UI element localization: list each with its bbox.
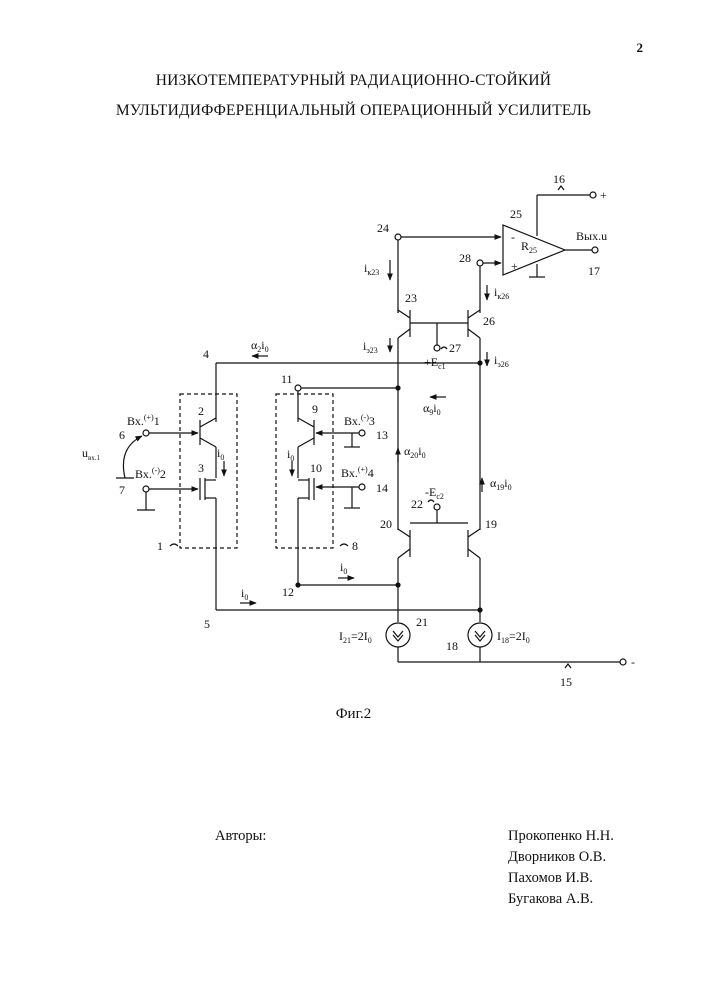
supply-minus-ec2: -Ec2 [425, 485, 444, 501]
current-i0-node5: i0 [241, 586, 248, 602]
input-3-label: Вх.(-)3 [344, 413, 375, 428]
node-label-15: 15 [560, 675, 572, 689]
author-name: Бугакова А.В. [508, 889, 614, 910]
supply-plus-ec1: +Ec1 [424, 355, 446, 371]
current-ik26: iк26 [494, 285, 509, 301]
current-ie23: iэ23 [363, 339, 378, 355]
current-i0-box8: i0 [287, 447, 294, 463]
current-source-18-label: I18=2I0 [497, 629, 530, 645]
author-name: Прокопенко Н.Н. [508, 826, 614, 847]
page-number: 2 [637, 40, 644, 56]
node-label-8: 8 [352, 539, 358, 553]
node-label-10: 10 [310, 461, 322, 475]
node-label-19: 19 [485, 517, 497, 531]
plus-terminal-sign: + [600, 188, 607, 202]
input-4-label: Вх.(+)4 [341, 465, 374, 480]
node-label-2: 2 [198, 404, 204, 418]
author-name: Дворников О.В. [508, 847, 614, 868]
schematic-labels: 16 + 25 Вых.u 17 - + R25 24 28 iк23 iк26… [82, 172, 635, 689]
authors-list: Прокопенко Н.Н. Дворников О.В. Пахомов И… [508, 826, 614, 910]
input-1-label: Вх.(+)1 [127, 413, 160, 428]
node-label-9: 9 [312, 402, 318, 416]
node-label-26: 26 [483, 314, 495, 328]
current-a19i0: α19i0 [490, 476, 512, 492]
node-label-25: 25 [510, 207, 522, 221]
opamp-plus: + [511, 259, 518, 273]
node-label-28: 28 [459, 251, 471, 265]
current-a20i0: α20i0 [404, 444, 426, 460]
node-label-14: 14 [376, 481, 388, 495]
input-voltage-uin1: uвх.1 [82, 446, 101, 462]
current-i0-node12: i0 [340, 560, 347, 576]
node-label-23: 23 [405, 291, 417, 305]
current-a9i0: α9i0 [423, 401, 441, 417]
node-label-5: 5 [204, 617, 210, 631]
authors-label: Авторы: [215, 828, 266, 845]
circuit-schematic: 16 + 25 Вых.u 17 - + R25 24 28 iк23 iк26… [0, 160, 707, 690]
node-label-11: 11 [281, 372, 293, 386]
current-source-21-label: I21=2I0 [339, 629, 372, 645]
node-label-17: 17 [588, 264, 600, 278]
current-ik23: iк23 [364, 261, 379, 277]
title-line-1: НИЗКОТЕМПЕРАТУРНЫЙ РАДИАЦИОННО-СТОЙКИЙ [0, 72, 707, 90]
node-label-18: 18 [446, 639, 458, 653]
node-label-3: 3 [198, 461, 204, 475]
node-label-7: 7 [119, 483, 125, 497]
node-label-22: 22 [411, 497, 423, 511]
figure-caption: Фиг.2 [0, 706, 707, 723]
current-i0-box1: i0 [217, 446, 224, 462]
current-ie26: iэ26 [494, 353, 509, 369]
node-label-4: 4 [203, 347, 209, 361]
node-label-1: 1 [157, 539, 163, 553]
author-name: Пахомов И.В. [508, 868, 614, 889]
node-label-20: 20 [380, 517, 392, 531]
node-label-27: 27 [449, 341, 461, 355]
node-label-21: 21 [416, 615, 428, 629]
input-2-label: Вх.(-)2 [135, 466, 166, 481]
opamp-minus: - [511, 230, 515, 244]
minus-terminal-sign: - [631, 655, 635, 669]
node-label-13: 13 [376, 428, 388, 442]
title-line-2: МУЛЬТИДИФФЕРЕНЦИАЛЬНЫЙ ОПЕРАЦИОННЫЙ УСИЛ… [0, 102, 707, 120]
node-label-24: 24 [377, 221, 389, 235]
current-a2i0: α2i0 [251, 338, 269, 354]
node-label-12: 12 [282, 585, 294, 599]
resistor-r25-label: R25 [521, 239, 537, 255]
node-label-6: 6 [119, 428, 125, 442]
node-label-16: 16 [553, 172, 565, 186]
output-label: Вых.u [576, 229, 607, 243]
